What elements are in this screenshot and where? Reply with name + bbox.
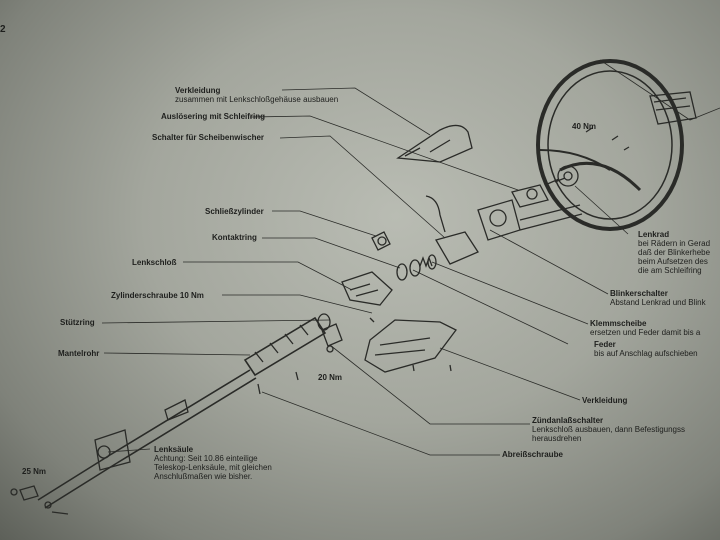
label-line: herausdrehen	[532, 434, 582, 443]
label-title: Mantelrohr	[58, 349, 100, 358]
label-torque-25: 25 Nm	[22, 467, 46, 476]
label-mantelrohr: Mantelrohr	[58, 349, 99, 358]
label-schalter-wischer: Schalter für Scheibenwischer	[152, 133, 264, 142]
upper-cover-drawing	[396, 124, 473, 163]
label-title: Verkleidung	[582, 396, 628, 405]
label-line: beim Aufsetzen des	[638, 257, 708, 266]
label-feder: Feder bis auf Anschlag aufschieben	[594, 340, 698, 358]
switch-assembly-drawing	[425, 177, 583, 265]
label-title: Lenkrad	[638, 230, 670, 239]
label-torque-40: 40 Nm	[572, 122, 596, 131]
label-line: daß der Blinkerhebe	[638, 248, 711, 257]
ignition-switch-drawing	[257, 323, 452, 395]
label-line: Achtung: Seit 10.86 einteilige	[154, 454, 258, 463]
steering-wheel-drawing	[536, 59, 684, 231]
label-sub: zusammen mit Lenkschloßgehäuse ausbauen	[175, 95, 339, 104]
label-title: Auslösering mit Schleifring	[161, 112, 266, 121]
steering-lock-drawing	[341, 231, 393, 323]
label-blinkerschalter: Blinkerschalter Abstand Lenkrad und Blin…	[610, 289, 706, 307]
label-ausloesering: Auslösering mit Schleifring	[161, 112, 265, 121]
label-lenksaeule: Lenksäule Achtung: Seit 10.86 einteilige…	[154, 445, 272, 481]
label-sub: bis auf Anschlag aufschieben	[594, 349, 698, 358]
label-title: Zündanlaßschalter	[532, 416, 604, 425]
label-title: Lenksäule	[154, 445, 194, 454]
page-corner-mark: 2	[0, 24, 6, 35]
label-line: Lenkschloß ausbauen, dann Befestigungss	[532, 425, 685, 434]
label-line: Teleskop-Lenksäule, mit gleichen	[154, 463, 272, 472]
label-stuetzring: Stützring	[60, 318, 95, 327]
label-title: 20 Nm	[318, 373, 343, 382]
label-torque-20: 20 Nm	[318, 373, 342, 382]
label-title: Blinkerschalter	[610, 289, 668, 298]
label-zuendanlass: Zündanlaßschalter Lenkschloß ausbauen, d…	[532, 416, 685, 443]
label-klemmscheibe: Klemmscheibe ersetzen und Feder damit bi…	[590, 319, 700, 337]
label-title: 25 Nm	[22, 467, 47, 476]
label-title: Schließzylinder	[205, 207, 264, 216]
lower-cover-drawing	[364, 319, 457, 373]
label-verkleidung-bottom: Verkleidung	[582, 396, 627, 405]
label-title: Lenkschloß	[132, 258, 177, 267]
label-sub: Abstand Lenkrad und Blink	[610, 298, 706, 307]
leader-lines	[101, 59, 720, 456]
label-line: Anschlußmaßen wie bisher.	[154, 472, 253, 481]
label-line: die am Schleifring	[638, 266, 702, 275]
label-kontaktring: Kontaktring	[212, 233, 257, 242]
label-lenkrad: Lenkrad bei Rädern in Gerad daß der Blin…	[638, 230, 710, 275]
steering-shaft-drawing	[10, 313, 331, 515]
label-zylinderschraube: Zylinderschraube 10 Nm	[111, 291, 204, 300]
label-title: Kontaktring	[212, 233, 257, 242]
label-title: Zylinderschraube 10 Nm	[111, 291, 204, 300]
label-sub: ersetzen und Feder damit bis a	[590, 328, 701, 337]
label-schliesszylinder: Schließzylinder	[205, 207, 264, 216]
label-title: Feder	[594, 340, 616, 349]
label-line: bei Rädern in Gerad	[638, 239, 711, 248]
label-title: 40 Nm	[572, 122, 597, 131]
label-title: Abreißschraube	[502, 450, 563, 459]
label-title: Verkleidung	[175, 86, 221, 95]
label-verkleidung-top: Verkleidung zusammen mit Lenkschloßgehäu…	[175, 86, 338, 104]
label-abreissschraube: Abreißschraube	[502, 450, 563, 459]
rings-and-spring-drawing	[396, 254, 437, 281]
label-title: Schalter für Scheibenwischer	[152, 133, 265, 142]
label-title: Klemmscheibe	[590, 319, 647, 328]
label-title: Stützring	[60, 318, 95, 327]
label-lenkschloss: Lenkschloß	[132, 258, 176, 267]
